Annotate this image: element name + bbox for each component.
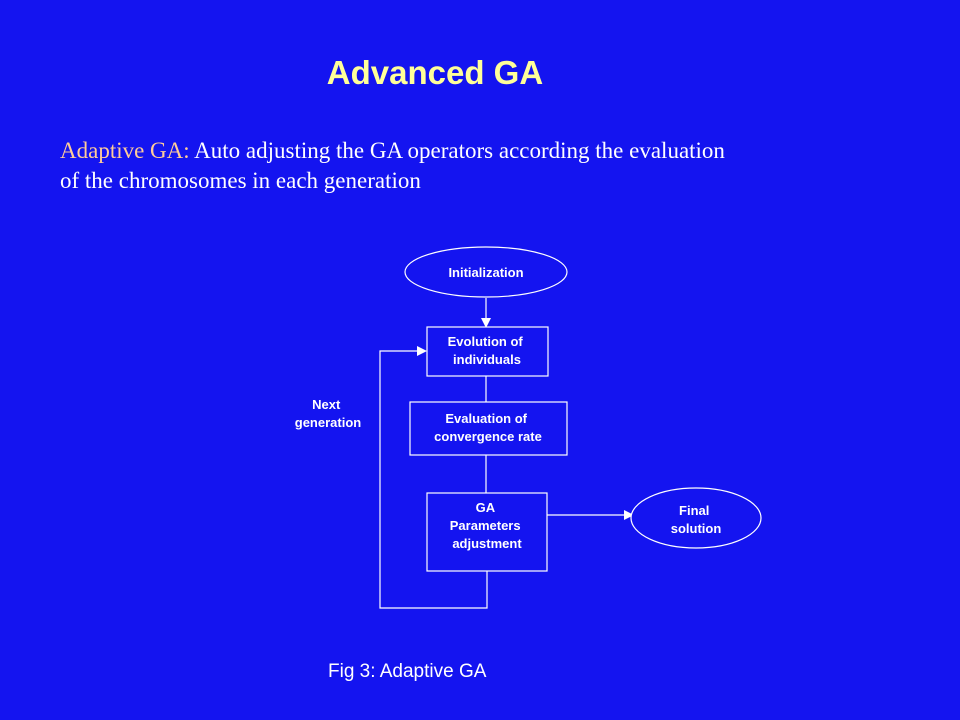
next-generation-label: Next generation	[295, 397, 362, 430]
final-label-line2: solution	[671, 521, 722, 536]
loop-label-line1: Next	[312, 397, 341, 412]
initialization-node	[404, 246, 568, 298]
adjustment-label: GA Parameters adjustment	[450, 500, 524, 551]
loop-label-line2: generation	[295, 415, 362, 430]
evolution-label-line1: Evolution of	[448, 334, 524, 349]
evaluation-label-line2: convergence rate	[434, 429, 542, 444]
evolution-label: Evolution of individuals	[448, 334, 527, 367]
evaluation-label-line1: Evaluation of	[445, 411, 527, 426]
final-label-line1: Final	[679, 503, 709, 518]
slide-subtitle: Adaptive GA: Auto adjusting the GA opera…	[60, 136, 880, 196]
evolution-label-line2: individuals	[453, 352, 521, 367]
evaluation-box	[409, 401, 568, 456]
evolution-box	[426, 326, 549, 377]
slide-title: Advanced GA	[326, 54, 544, 91]
evaluation-label: Evaluation of convergence rate	[434, 411, 542, 444]
adjustment-label-line1: GA	[476, 500, 496, 515]
figure-caption: Fig 3: Adaptive GA	[328, 661, 487, 682]
final-solution-node	[630, 487, 762, 549]
subtitle-line1: Auto adjusting the GA operators accordin…	[189, 138, 725, 163]
adjustment-label-line2: Parameters	[450, 518, 521, 533]
subtitle-term: Adaptive GA:	[60, 138, 190, 163]
loop-arrow-next-generation	[379, 346, 488, 609]
final-solution-label: Final solution	[671, 503, 722, 536]
initialization-label: Initialization	[448, 265, 523, 280]
subtitle-line2: of the chromosomes in each generation	[60, 168, 421, 193]
adjustment-label-line3: adjustment	[452, 536, 522, 551]
adjustment-box	[426, 492, 548, 572]
